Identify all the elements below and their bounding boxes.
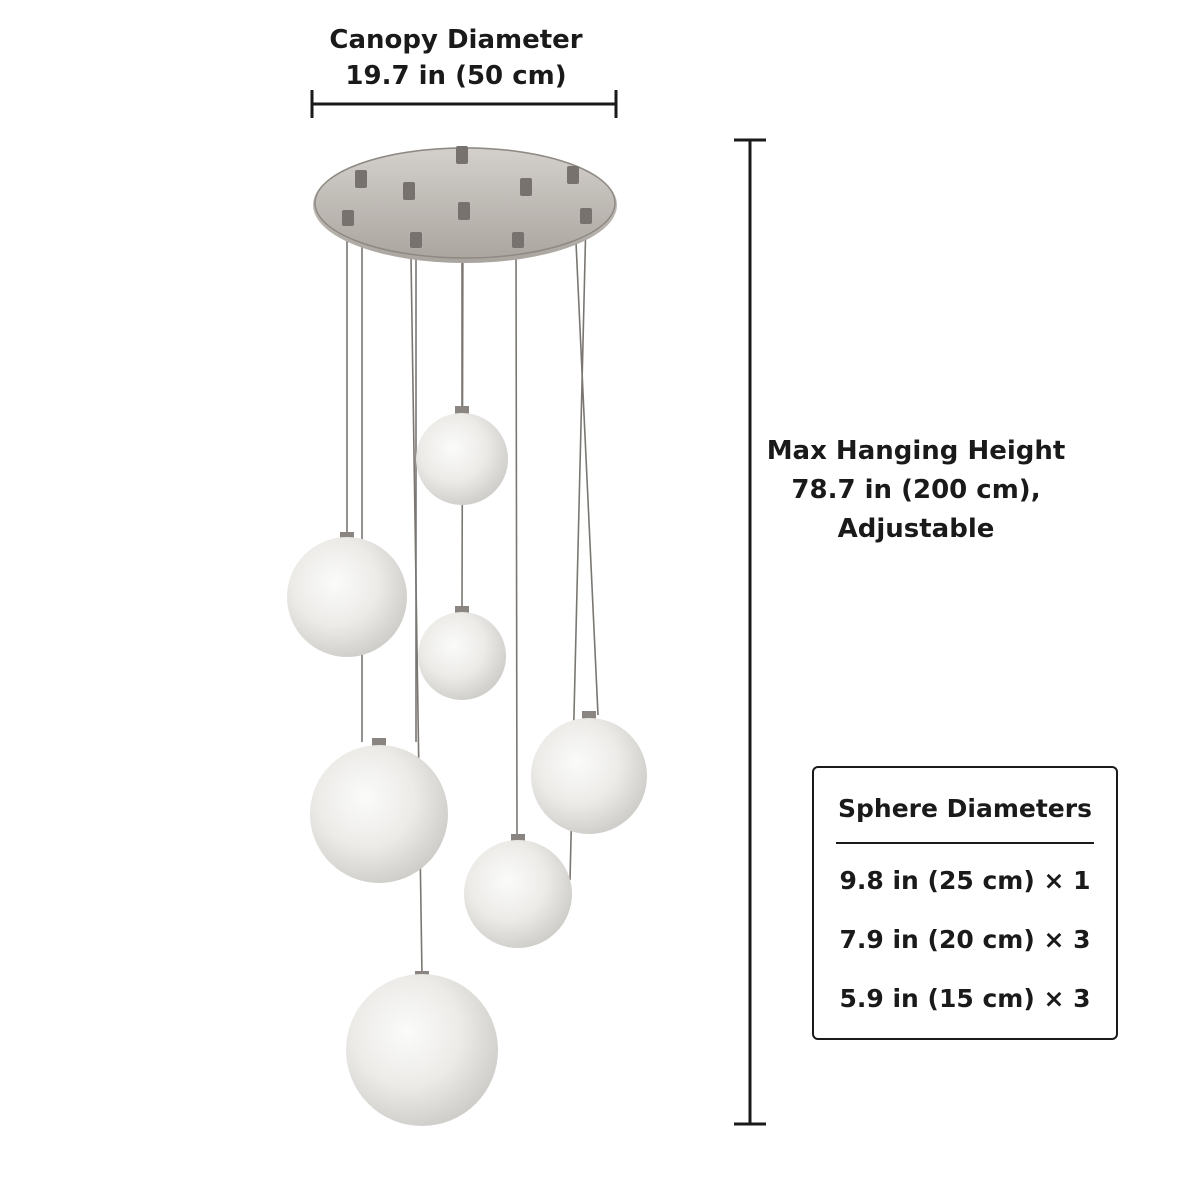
globe-small-lower: [464, 834, 572, 948]
globe-medium-right: [531, 711, 647, 834]
canopy: [313, 146, 617, 263]
globes: [287, 406, 647, 1126]
sphere-row: 9.8 in (25 cm) × 1: [839, 866, 1091, 895]
globe-large-bottom: [346, 971, 498, 1126]
globe-small-center: [418, 606, 506, 700]
globe-small-top: [416, 406, 508, 505]
sphere-diameters-divider: [836, 842, 1094, 844]
sphere-row: 5.9 in (15 cm) × 3: [839, 984, 1091, 1013]
hanging-height-value: 78.7 in (200 cm),: [791, 475, 1041, 505]
sphere-diameters-title: Sphere Diameters: [838, 794, 1092, 823]
hanging-height-label: Max Hanging Height 78.7 in (200 cm), Adj…: [756, 432, 1076, 549]
height-dimension-line: [734, 138, 766, 1126]
hanging-height-note: Adjustable: [837, 514, 995, 544]
canopy-diameter-value: 19.7 in (50 cm): [345, 61, 567, 91]
canopy-dimension-line: [310, 90, 618, 118]
hanging-height-title: Max Hanging Height: [766, 436, 1066, 466]
globe-medium-lower-left: [310, 738, 448, 883]
globe-medium-left: [287, 532, 407, 657]
canopy-diameter-label: Canopy Diameter 19.7 in (50 cm): [256, 22, 656, 94]
canopy-diameter-title: Canopy Diameter: [329, 25, 583, 55]
sphere-row: 7.9 in (20 cm) × 3: [839, 925, 1091, 954]
sphere-diameters-box: Sphere Diameters 9.8 in (25 cm) × 1 7.9 …: [812, 766, 1118, 1040]
